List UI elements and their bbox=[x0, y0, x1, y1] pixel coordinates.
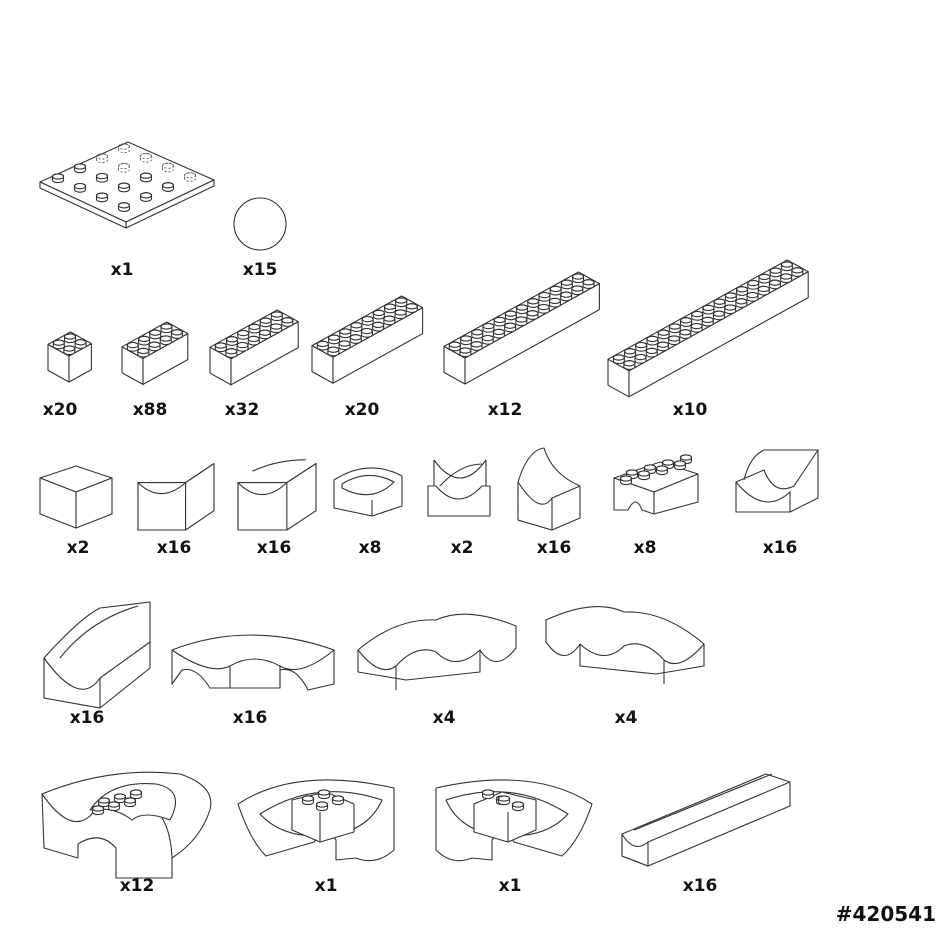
s-curve-left-quantity: x4 bbox=[432, 708, 456, 728]
part-brick-2x8 bbox=[302, 295, 424, 394]
tall-chute-quantity: x16 bbox=[536, 538, 572, 558]
brick-2x6-quantity: x32 bbox=[224, 400, 260, 420]
tall-chute-illustration bbox=[517, 447, 581, 531]
part-solid-block bbox=[38, 456, 116, 532]
brick-2x4-illustration bbox=[121, 321, 189, 385]
straight-short-channel-quantity: x16 bbox=[156, 538, 192, 558]
solid-block-illustration bbox=[39, 465, 113, 529]
part-s-curve-right bbox=[544, 602, 710, 702]
part-straight-short-channel bbox=[136, 456, 216, 532]
part-funnel-bowl-left bbox=[236, 770, 398, 870]
marble-ball-illustration bbox=[233, 197, 287, 251]
part-spiral-bowl bbox=[40, 770, 220, 882]
straight-short-channel-illustration bbox=[137, 463, 215, 531]
part-funnel-end-channel bbox=[332, 458, 406, 530]
brick-2x12-illustration bbox=[443, 271, 600, 385]
part-marble-ball bbox=[232, 196, 288, 252]
u-channel-quantity: x16 bbox=[762, 538, 798, 558]
part-crossing-channel bbox=[424, 456, 496, 530]
set-code: #420541 bbox=[835, 902, 936, 926]
brick-2x12-quantity: x12 bbox=[487, 400, 523, 420]
solid-block-quantity: x2 bbox=[66, 538, 90, 558]
funnel-bowl-left-quantity: x1 bbox=[314, 876, 338, 896]
part-s-curve-left bbox=[356, 608, 522, 708]
part-tall-chute bbox=[514, 446, 590, 534]
u-channel-illustration bbox=[735, 449, 819, 513]
wide-curve-illustration bbox=[171, 634, 335, 691]
base-plate-quantity: x1 bbox=[110, 260, 134, 280]
brick-2x2-quantity: x20 bbox=[42, 400, 78, 420]
part-arch-brick bbox=[610, 454, 704, 532]
ramp-slide-illustration bbox=[43, 601, 151, 709]
funnel-end-channel-illustration bbox=[333, 467, 403, 517]
s-curve-right-illustration bbox=[545, 606, 705, 684]
corner-channel-illustration bbox=[237, 459, 317, 531]
spiral-bowl-quantity: x12 bbox=[119, 876, 155, 896]
long-rail-illustration bbox=[621, 773, 791, 867]
part-brick-2x2 bbox=[38, 331, 98, 396]
brick-2x2-illustration bbox=[47, 331, 92, 383]
arch-brick-quantity: x8 bbox=[633, 538, 657, 558]
wide-curve-quantity: x16 bbox=[232, 708, 268, 728]
crossing-channel-illustration bbox=[427, 459, 491, 517]
part-base-plate bbox=[36, 140, 216, 252]
part-corner-channel bbox=[236, 456, 318, 532]
brick-2x16-quantity: x10 bbox=[672, 400, 708, 420]
funnel-bowl-left-illustration bbox=[237, 779, 395, 862]
part-wide-curve bbox=[170, 626, 340, 708]
brick-2x8-illustration bbox=[311, 295, 424, 384]
brick-2x6-illustration bbox=[209, 309, 299, 386]
brick-2x16-illustration bbox=[607, 259, 809, 398]
s-curve-right-quantity: x4 bbox=[614, 708, 638, 728]
marble-ball-quantity: x15 bbox=[242, 260, 278, 280]
funnel-end-channel-quantity: x8 bbox=[358, 538, 382, 558]
part-brick-2x6 bbox=[200, 309, 299, 394]
part-u-channel bbox=[734, 446, 824, 526]
funnel-bowl-right-quantity: x1 bbox=[498, 876, 522, 896]
spiral-bowl-illustration bbox=[41, 771, 212, 879]
part-brick-2x4 bbox=[112, 321, 189, 396]
crossing-channel-quantity: x2 bbox=[450, 538, 474, 558]
part-brick-2x12 bbox=[434, 271, 600, 388]
arch-brick-illustration bbox=[613, 454, 699, 515]
s-curve-left-illustration bbox=[357, 613, 517, 690]
base-plate-illustration bbox=[39, 141, 215, 229]
brick-2x8-quantity: x20 bbox=[344, 400, 380, 420]
ramp-slide-quantity: x16 bbox=[69, 708, 105, 728]
part-ramp-slide bbox=[40, 598, 156, 714]
brick-2x4-quantity: x88 bbox=[132, 400, 168, 420]
part-funnel-bowl-right bbox=[434, 770, 596, 870]
long-rail-quantity: x16 bbox=[682, 876, 718, 896]
part-brick-2x16 bbox=[598, 259, 809, 398]
funnel-bowl-right-illustration bbox=[435, 779, 593, 862]
part-long-rail bbox=[620, 768, 794, 872]
corner-channel-quantity: x16 bbox=[256, 538, 292, 558]
